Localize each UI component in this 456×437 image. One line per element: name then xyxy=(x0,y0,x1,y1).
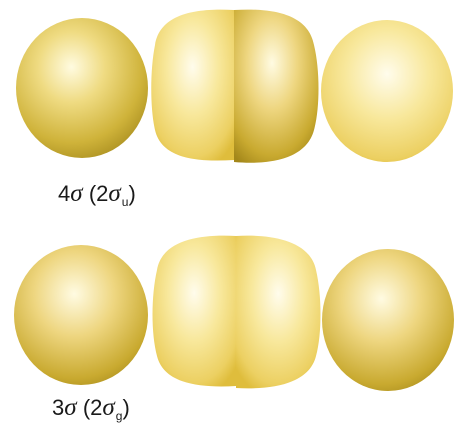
label-symbol: σ xyxy=(64,394,76,421)
label-paren-number: 2 xyxy=(90,395,102,420)
lobe-center-left xyxy=(153,236,237,387)
lobe-center-right xyxy=(234,10,319,163)
label-symbol: σ xyxy=(70,180,82,207)
label-paren-number: 2 xyxy=(96,181,108,206)
lobe-center-left xyxy=(151,10,234,161)
label-paren-symbol: σ xyxy=(108,180,120,207)
orbital-3sigma xyxy=(14,236,454,391)
label-paren-symbol: σ xyxy=(102,394,114,421)
lobe-right xyxy=(321,20,453,162)
label-number: 4 xyxy=(58,181,70,206)
orbital-label-4sigma: 4σ (2σu) xyxy=(58,181,136,208)
lobe-left xyxy=(16,18,148,158)
lobe-left xyxy=(14,245,148,385)
label-number: 3 xyxy=(52,395,64,420)
orbital-4sigma xyxy=(16,10,453,163)
lobe-right xyxy=(322,249,454,391)
lobe-center-right xyxy=(236,236,321,389)
label-paren-close: ) xyxy=(128,181,135,206)
label-paren-close: ) xyxy=(122,395,129,420)
orbital-label-3sigma: 3σ (2σg) xyxy=(52,395,130,422)
